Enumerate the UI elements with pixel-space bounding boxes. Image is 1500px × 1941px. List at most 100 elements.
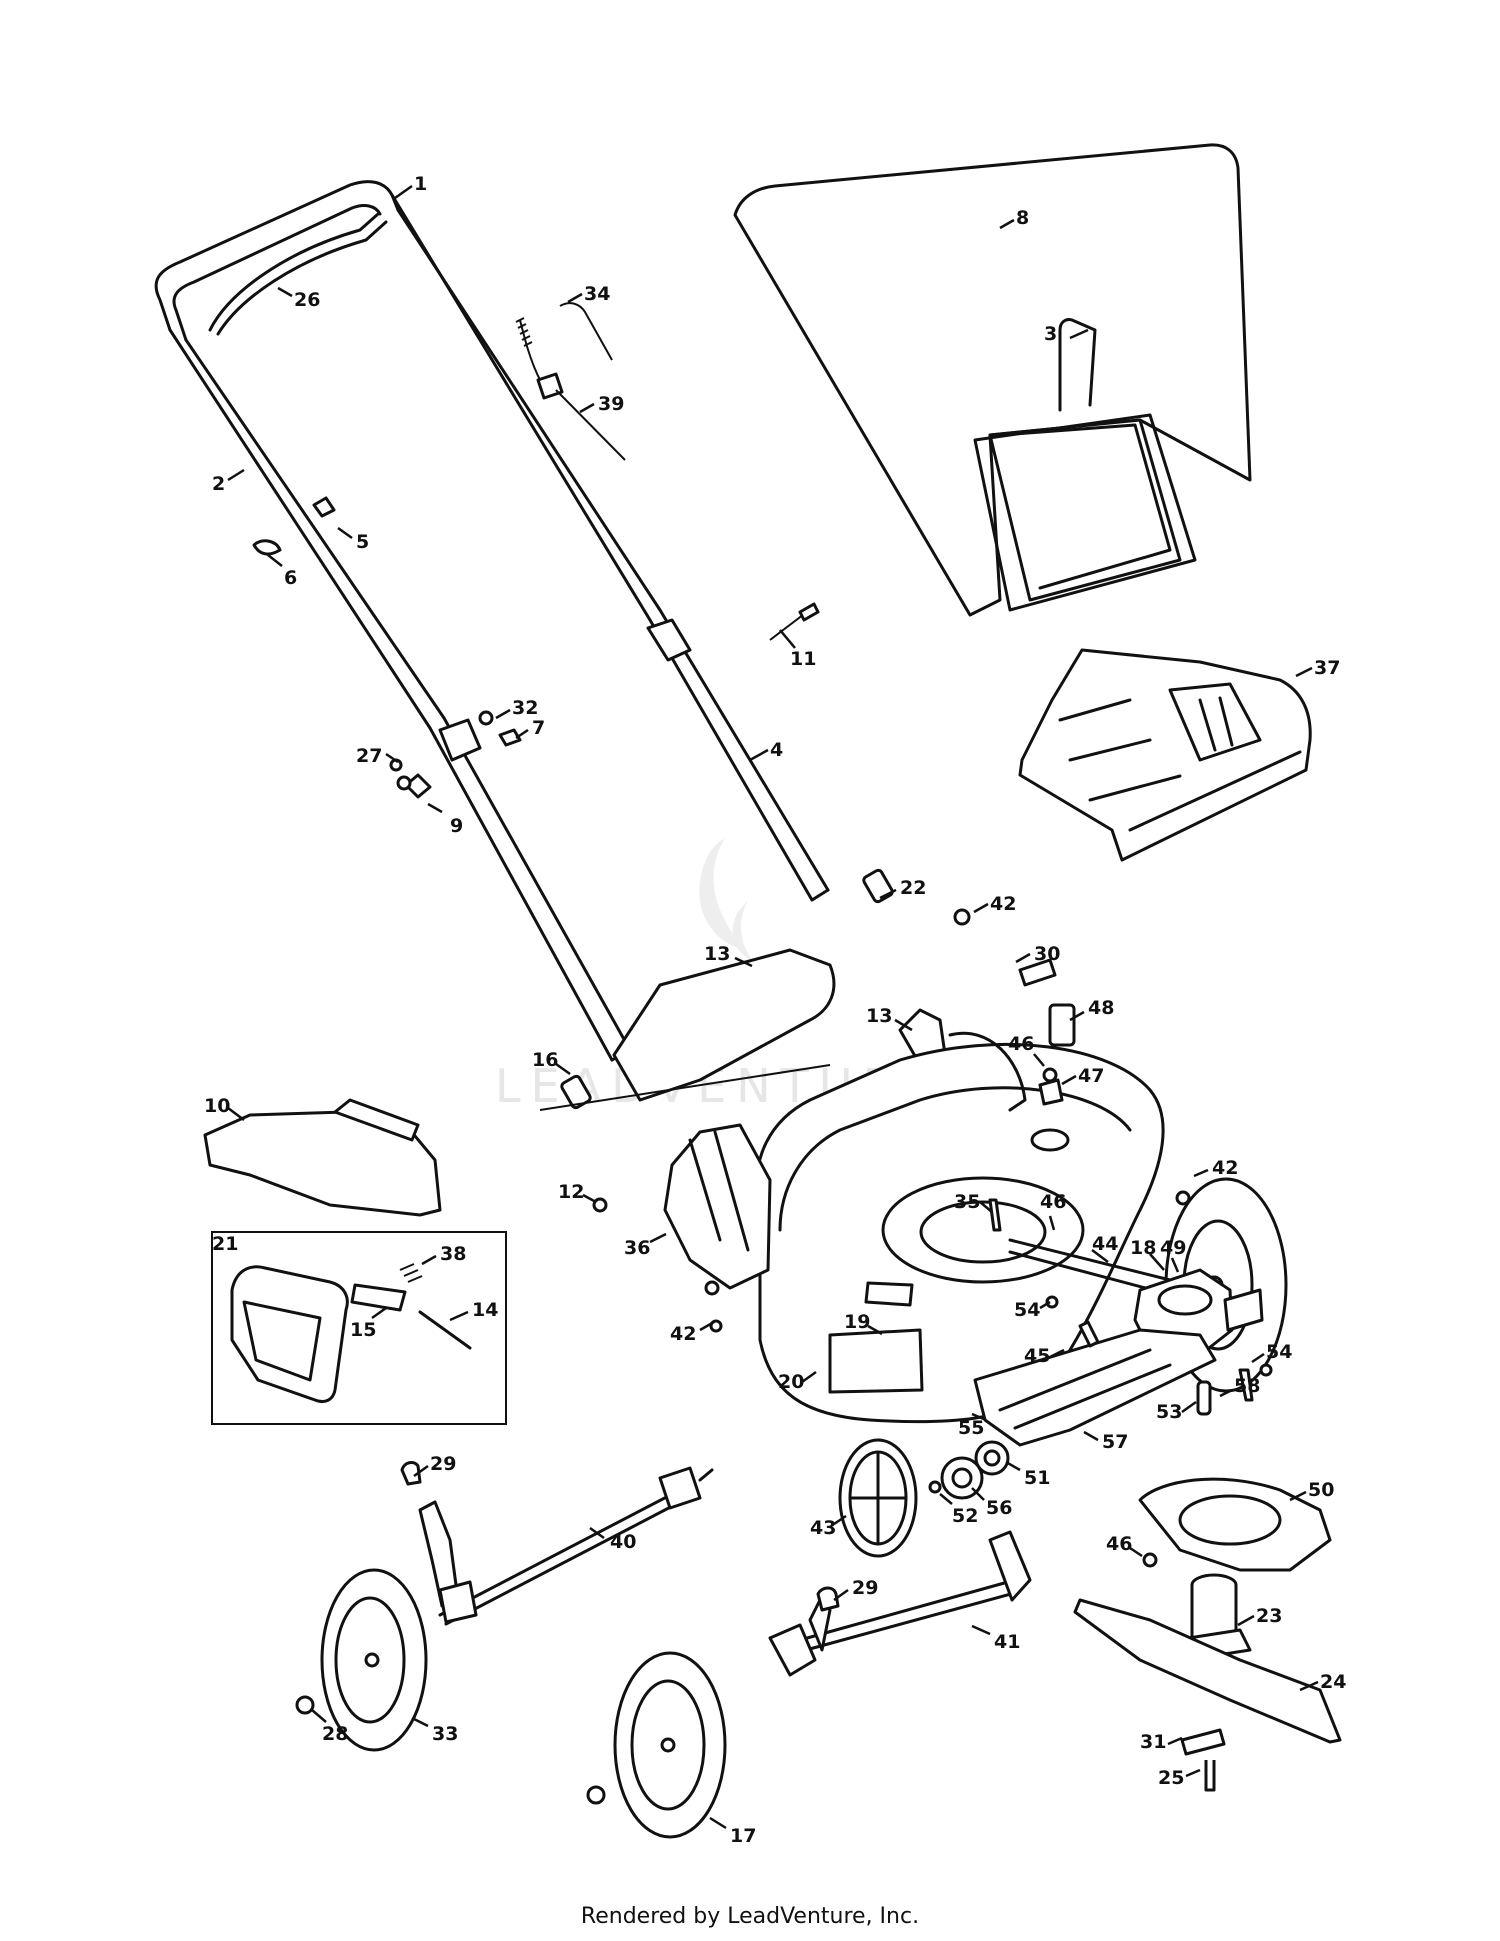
callout-label: 32 [512,697,538,719]
callout-label: 44 [1092,1233,1118,1255]
callout-label: 2 [212,473,225,495]
callout-label: 34 [584,283,610,305]
small-hardware [592,908,1273,1568]
callout-29b: 29 [833,1577,878,1602]
callout-25: 25 [1158,1767,1201,1789]
front-wheel-right [586,1651,727,1839]
callout-22: 22 [879,877,926,900]
callout-label: 29 [430,1453,456,1475]
callout-label: 47 [1078,1065,1104,1087]
callout-label: 1 [414,173,427,195]
callout-27: 27 [356,745,399,767]
callout-label: 4 [770,739,783,761]
rear-axle-bracket [973,1328,1217,1447]
callout-label: 23 [1256,1605,1282,1627]
rendered-by-footer: Rendered by LeadVenture, Inc. [580,1904,920,1929]
callout-30: 30 [1015,943,1060,965]
blade-adapter-shield [1138,1477,1332,1572]
callout-4: 4 [749,739,783,762]
callout-label: 42 [670,1323,696,1345]
callout-13b: 13 [866,1005,913,1032]
callout-label: 42 [1212,1157,1238,1179]
callout-label: 16 [532,1049,558,1071]
callout-29a: 29 [413,1453,456,1478]
callout-45: 45 [1024,1345,1065,1367]
callout-9: 9 [427,802,463,837]
callout-label: 19 [844,1311,870,1333]
callout-label: 14 [472,1299,498,1321]
callout-19: 19 [844,1311,883,1336]
callout-label: 43 [810,1517,836,1539]
callout-8: 8 [999,207,1029,230]
callout-48: 48 [1069,997,1114,1022]
callout-50: 50 [1289,1479,1334,1502]
callout-17: 17 [709,1816,756,1847]
callout-16: 16 [532,1049,571,1076]
callout-35: 35 [954,1191,993,1213]
callout-43: 43 [810,1514,847,1539]
callout-label: 36 [624,1237,650,1259]
rear-wheel-left-behind-deck [948,1031,1027,1112]
callout-label: 30 [1034,943,1060,965]
callout-46b: 46 [1040,1191,1066,1231]
callout-label: 54 [1266,1341,1292,1363]
callout-54a: 54 [1014,1299,1051,1321]
callout-47: 47 [1061,1065,1104,1087]
lower-handle-left [428,716,632,1062]
callout-label: 15 [350,1319,376,1341]
callout-1: 1 [394,173,427,200]
callout-51: 51 [1005,1460,1050,1489]
drive-gears [928,1380,1212,1500]
callout-53: 53 [1156,1400,1197,1423]
callout-label: 54 [1014,1299,1040,1321]
callout-14: 14 [449,1299,498,1322]
callout-label: 57 [1102,1431,1128,1453]
mulch-door-inset [211,1231,507,1425]
callout-21: 21 [212,1233,238,1255]
callout-label: 53 [1156,1401,1182,1423]
callout-40: 40 [589,1526,636,1553]
callout-label: 55 [958,1417,984,1439]
callout-5: 5 [337,526,369,553]
callout-label: 38 [440,1243,466,1265]
callout-label: 7 [532,717,545,739]
callout-55: 55 [958,1412,987,1439]
callout-3: 3 [1044,323,1089,345]
callout-label: 3 [1044,323,1057,345]
callout-2: 2 [212,468,245,495]
callout-label: 26 [294,289,320,311]
callout-label: 31 [1140,1731,1166,1753]
mulching-plug [1018,648,1312,862]
callout-label: 58 [1234,1375,1260,1397]
rear-deck-frame [663,1123,772,1290]
callout-label: 37 [1314,657,1340,679]
callout-46a: 46 [1008,1033,1045,1067]
callout-26: 26 [277,286,320,311]
front-wheel-left [295,1568,428,1752]
callout-label: 46 [1008,1033,1034,1055]
callout-label: 17 [730,1825,756,1847]
callout-24: 24 [1299,1671,1346,1693]
callout-28: 28 [311,1709,348,1745]
callout-15: 15 [350,1306,387,1341]
callout-label: 29 [852,1577,878,1599]
callout-labels: 1 2 3 4 5 6 7 8 9 10 11 12 13 13 14 15 1… [204,173,1346,1847]
callout-label: 5 [356,531,369,553]
callout-42b: 42 [1193,1157,1238,1179]
callout-label: 46 [1106,1533,1132,1555]
callout-38: 38 [421,1243,466,1266]
callout-label: 39 [598,393,624,415]
callout-42a: 42 [973,893,1016,915]
callout-label: 18 [1130,1237,1156,1259]
callout-33: 33 [411,1716,458,1745]
callout-label: 20 [778,1371,804,1393]
callout-label: 12 [558,1181,584,1203]
callout-label: 49 [1160,1237,1186,1259]
callout-label: 13 [704,943,730,965]
callout-label: 33 [432,1723,458,1745]
callout-54b: 54 [1251,1341,1292,1364]
front-axle-right [768,1530,1032,1677]
callout-label: 9 [450,815,463,837]
callout-label: 48 [1088,997,1114,1019]
